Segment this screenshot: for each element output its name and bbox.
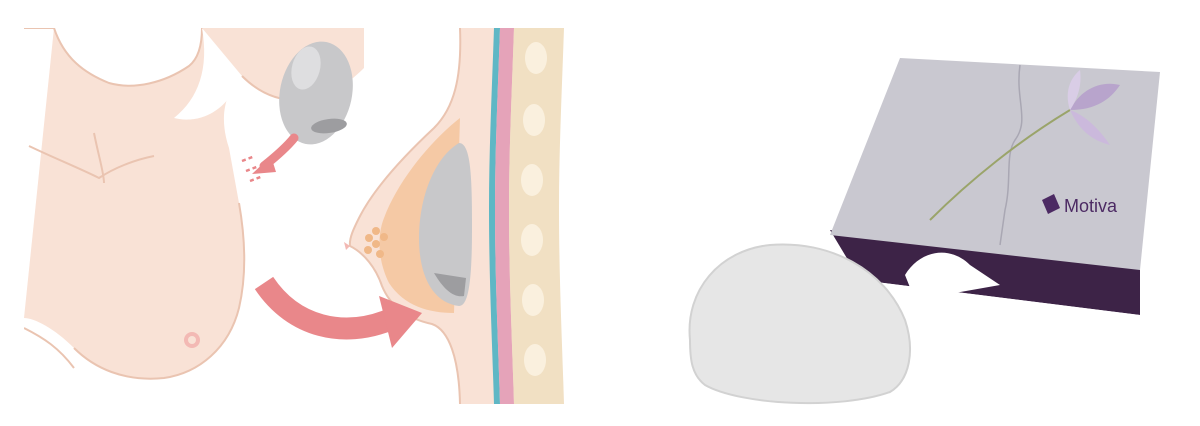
illustration-svg bbox=[24, 28, 620, 404]
brand-label-small: Motiva bbox=[951, 272, 978, 282]
insertion-arrow-icon bbox=[252, 133, 299, 174]
lily-flower-icon bbox=[929, 70, 1120, 221]
incision-mark-icon bbox=[241, 154, 264, 183]
placement-arrow-icon bbox=[254, 276, 422, 348]
implant-in-breast-icon bbox=[419, 143, 472, 306]
brand-label: Motiva bbox=[1064, 196, 1118, 216]
implant-dome bbox=[688, 243, 911, 405]
rib-icons bbox=[521, 42, 547, 376]
breast-cross-section bbox=[344, 28, 620, 404]
product-svg: Motiva Motiva bbox=[688, 58, 1160, 405]
motiva-logo: Motiva bbox=[1042, 194, 1118, 216]
milk-duct-icons bbox=[364, 227, 388, 258]
motiva-product-photo: Motiva Motiva bbox=[670, 40, 1170, 410]
breast-augmentation-illustration bbox=[24, 28, 620, 404]
motiva-logo-icon bbox=[1042, 194, 1060, 214]
motiva-logo-small: Motiva bbox=[938, 269, 978, 282]
implant-icon bbox=[279, 41, 353, 145]
box-lid bbox=[830, 58, 1160, 270]
box-base bbox=[830, 230, 1140, 315]
